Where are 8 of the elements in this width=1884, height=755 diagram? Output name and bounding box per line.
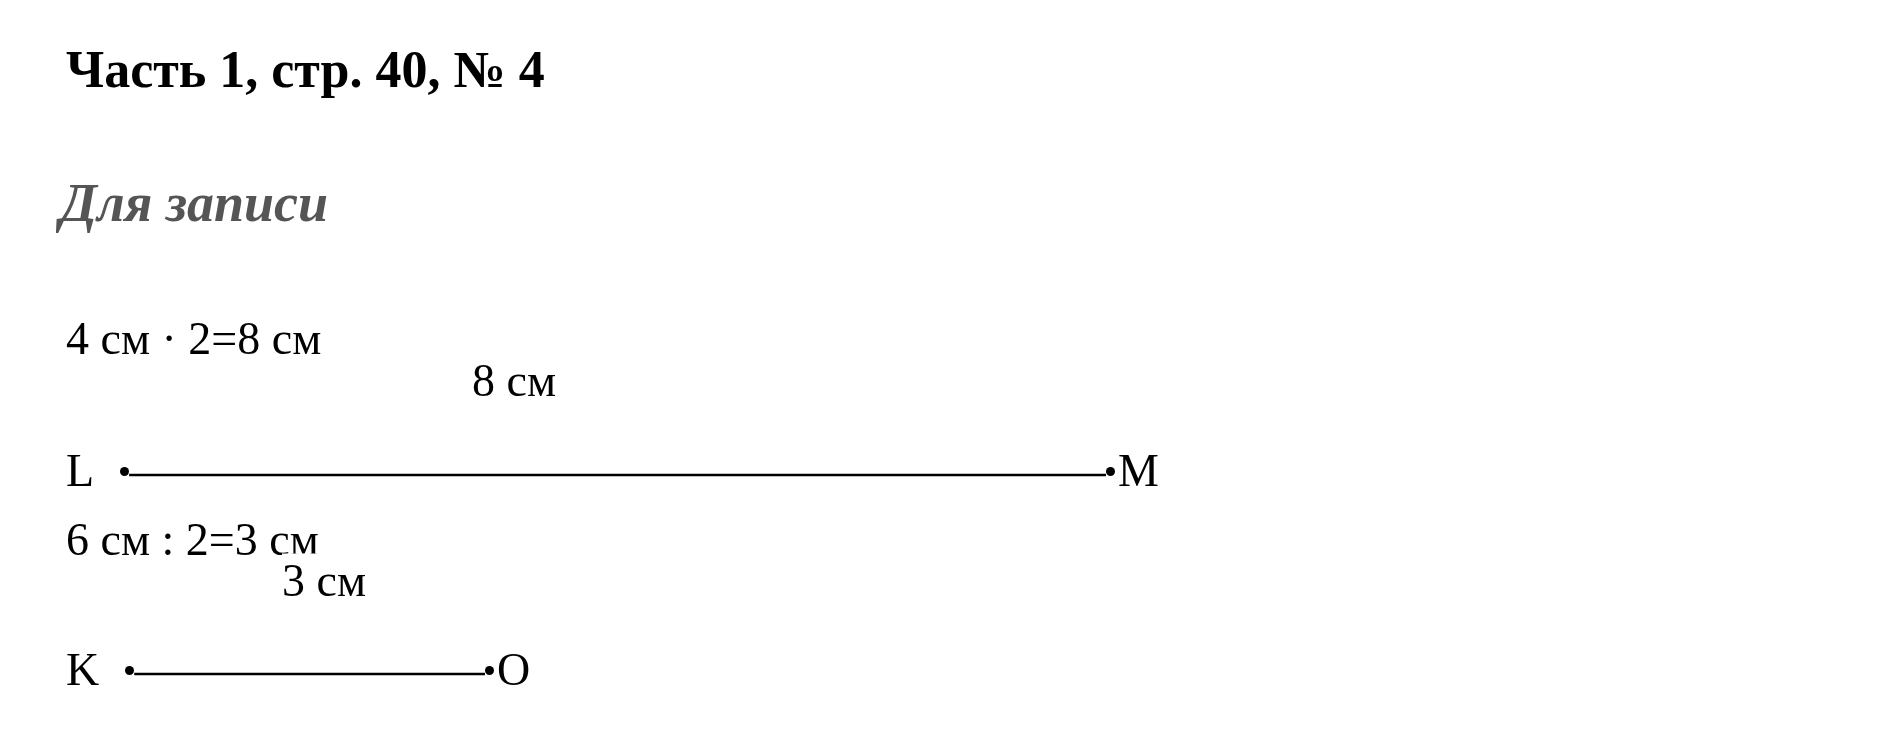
point-label: O — [497, 645, 531, 695]
point-label: K — [66, 645, 100, 695]
point-label: L — [66, 446, 95, 496]
equation: 4 см · 2=8 см — [66, 312, 322, 365]
title: Часть 1, стр. 40, № 4 — [66, 40, 545, 99]
point-label: M — [1118, 446, 1159, 496]
line-segment — [129, 473, 1106, 477]
line-segment — [134, 672, 485, 676]
